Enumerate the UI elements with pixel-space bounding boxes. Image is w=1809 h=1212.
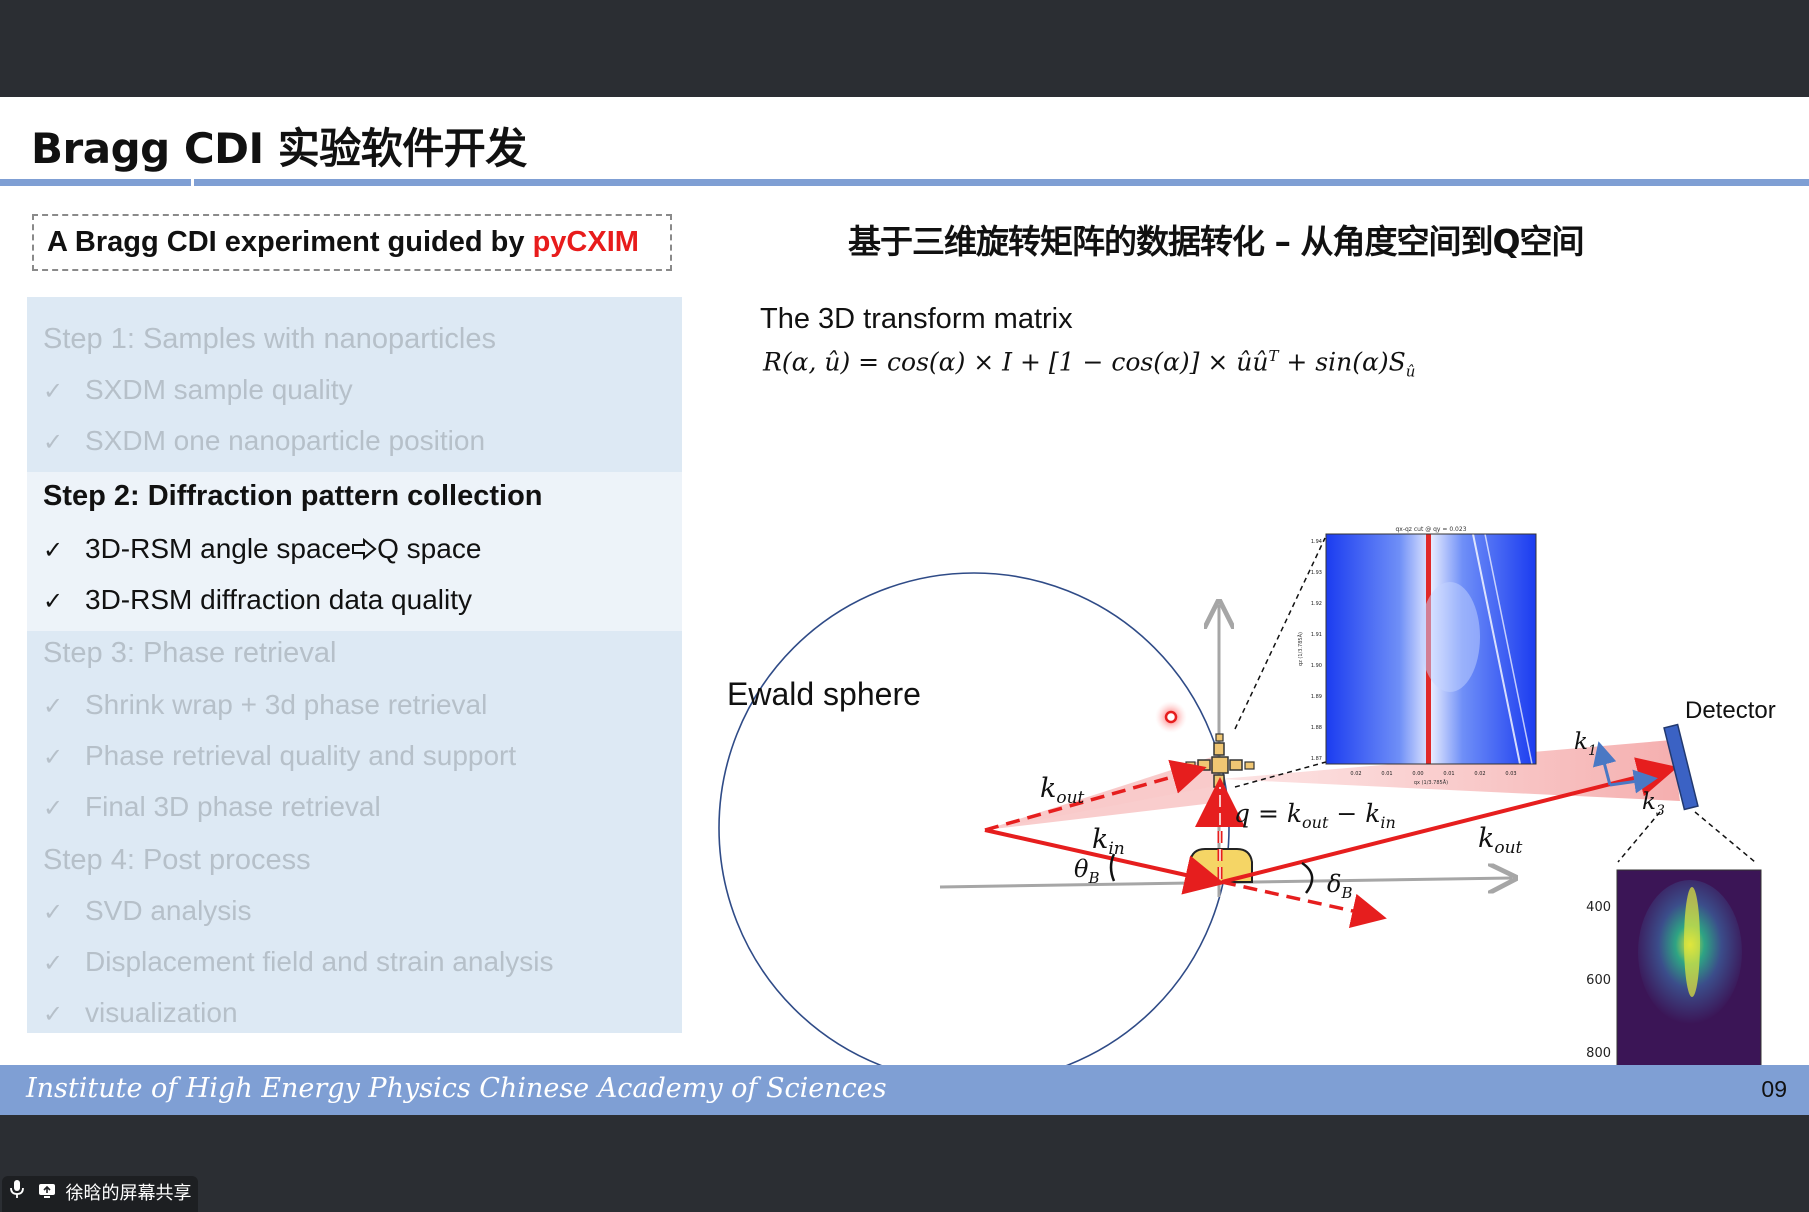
k3-axis-arrow — [1609, 769, 1658, 794]
list-item: ✓Phase retrieval quality and support — [43, 740, 517, 771]
guide-box-text: A Bragg CDI experiment guided by — [47, 226, 533, 258]
check-icon: ✓ — [43, 744, 64, 771]
list-item: ✓SXDM one nanoparticle position — [43, 425, 486, 456]
inset-y-ticks: 1.94 1.93 1.92 1.91 1.90 1.89 1.88 1.87 — [1311, 539, 1322, 762]
step-3-heading: Step 3: Phase retrieval — [43, 637, 337, 669]
rotation-matrix-formula: R(α, û) = cos(α) × I + [1 − cos(α)] × ûû… — [763, 347, 1416, 381]
check-icon: ✓ — [43, 795, 64, 822]
title-divider — [0, 179, 1809, 186]
list-item: ✓Shrink wrap + 3d phase retrieval — [43, 689, 488, 720]
tick-label: 0.02 — [1350, 771, 1361, 777]
check-icon: ✓ — [43, 588, 64, 615]
k1-label: k1 — [1574, 729, 1597, 759]
theta-b-label: θB — [1074, 855, 1099, 887]
tick-label: 1.94 — [1311, 539, 1322, 545]
tick-label: 800 — [1586, 1046, 1611, 1061]
inset-x-ticks: 0.02 0.01 0.00 0.01 0.02 0.03 — [1350, 771, 1516, 777]
delta-b-label: δB — [1327, 870, 1352, 902]
step-2-heading: Step 2: Diffraction pattern collection — [43, 480, 543, 512]
list-item: ✓Final 3D phase retrieval — [43, 791, 381, 822]
kout-arrow-left — [984, 759, 1207, 832]
tick-label: 1.87 — [1311, 756, 1322, 762]
check-icon: ✓ — [43, 1001, 64, 1028]
check-icon: ✓ — [43, 899, 64, 926]
tick-label: 400 — [1586, 900, 1611, 915]
detector-y-ticks: 400 600 800 — [1586, 900, 1611, 1061]
kout-label-right: kout — [1478, 823, 1523, 858]
tick-label: 0.02 — [1474, 771, 1485, 777]
step-1-heading: Step 1: Samples with nanoparticles — [43, 323, 496, 355]
screen-share-label: 徐晗的屏幕共享 — [65, 1183, 192, 1204]
screen-share-icon[interactable] — [38, 1176, 56, 1212]
check-icon: ✓ — [43, 693, 64, 720]
list-item: ✓SXDM sample quality — [43, 374, 353, 405]
k1-axis-arrow — [1592, 741, 1617, 786]
guide-box-accent: pyCXIM — [532, 226, 639, 258]
step-4-heading: Step 4: Post process — [43, 844, 311, 876]
kin-arrow — [984, 828, 1225, 895]
transmitted-arrow — [1221, 880, 1387, 929]
slide-footer: Institute of High Energy Physics Chinese… — [0, 1065, 1809, 1115]
list-item: ✓SVD analysis — [43, 895, 252, 926]
tick-label: 1.93 — [1311, 570, 1322, 576]
list-item: ✓Displacement field and strain analysis — [43, 946, 554, 977]
inset-title: qx-qz cut @ qy = 0.023 — [1395, 526, 1466, 533]
ewald-circle — [718, 572, 1230, 1067]
inset-xlabel: qx (1/3.785Å) — [1414, 779, 1448, 786]
check-icon: ✓ — [43, 537, 64, 564]
kout-label-left: kout — [1040, 773, 1085, 808]
delta-arc — [1301, 861, 1314, 894]
slide-title: Bragg CDI 实验软件开发 — [31, 124, 527, 173]
kout-arrow-right — [1221, 757, 1678, 884]
ewald-sphere-label: Ewald sphere — [727, 676, 921, 712]
tick-label: 0.00 — [1412, 771, 1423, 777]
microphone-icon[interactable] — [10, 1176, 24, 1212]
kout-beam — [1220, 740, 1680, 801]
matrix-title: The 3D transform matrix — [760, 303, 1073, 335]
title-divider-gap — [191, 179, 194, 186]
active-step-band — [27, 472, 682, 631]
q-equation-label: q = kout − kin — [1234, 799, 1396, 832]
inset-ylabel: qz (1/3.785Å) — [1297, 632, 1304, 666]
tick-label: 0.01 — [1443, 771, 1454, 777]
check-icon: ✓ — [43, 378, 64, 405]
kin-label: kin — [1092, 824, 1125, 859]
theta-arc — [1109, 853, 1116, 882]
check-icon: ✓ — [43, 950, 64, 977]
tick-label: 1.92 — [1311, 601, 1322, 607]
tick-label: 0.03 — [1505, 771, 1516, 777]
qx-qz-inset-plot: qx-qz cut @ qy = 0.023 qx (1/3.785Å) qz … — [1297, 526, 1537, 786]
tick-label: 1.91 — [1311, 632, 1322, 638]
tick-label: 1.88 — [1311, 725, 1322, 731]
hollow-arrow-icon — [351, 535, 377, 567]
tick-label: 1.90 — [1311, 663, 1322, 669]
detector-label: Detector — [1685, 697, 1776, 724]
tick-label: 1.89 — [1311, 694, 1322, 700]
detector-plate — [1663, 723, 1699, 811]
presentation-slide: Bragg CDI 实验软件开发 A Bragg CDI experiment … — [0, 97, 1809, 1115]
tick-label: 0.01 — [1381, 771, 1392, 777]
zoom-line — [1234, 537, 1326, 730]
detector-zoom-line — [1617, 811, 1661, 863]
tick-label: 600 — [1586, 973, 1611, 988]
page-number: 09 — [1761, 1076, 1787, 1102]
kout-left-beam — [985, 757, 1215, 830]
list-item: ✓3D-RSM diffraction data quality — [43, 584, 472, 615]
k3-label: k3 — [1642, 789, 1665, 819]
detector-zoom-line — [1694, 811, 1756, 863]
steps-panel — [27, 297, 682, 1033]
check-icon: ✓ — [43, 429, 64, 456]
section-heading: 基于三维旋转矩阵的数据转化 – 从角度空间到Q空间 — [848, 222, 1585, 261]
guide-box: A Bragg CDI experiment guided by pyCXIM — [32, 214, 672, 271]
institute-name: Institute of High Energy Physics Chinese… — [26, 1073, 887, 1104]
zoom-line — [1234, 761, 1327, 788]
ewald-sphere-diagram: qx-qz cut @ qy = 0.023 qx (1/3.785Å) qz … — [718, 526, 1776, 1067]
screen-share-indicator[interactable]: 徐晗的屏幕共享 — [2, 1176, 198, 1212]
list-item: ✓visualization — [43, 997, 238, 1028]
